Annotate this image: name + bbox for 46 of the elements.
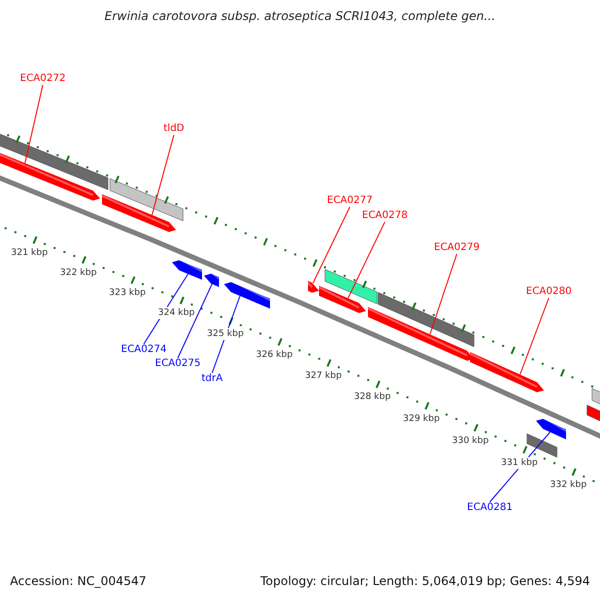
scale-label: 321 kbp (11, 247, 48, 260)
gene-feature (307, 280, 319, 293)
genome-info-text: Topology: circular; Length: 5,064,019 bp; Genes: 4,594 (260, 575, 590, 587)
gene-feature (470, 352, 544, 392)
leader-line (312, 206, 350, 284)
gene-feature (0, 132, 108, 190)
gene-feature (586, 404, 600, 424)
leader-line (520, 298, 550, 376)
scale-label: 325 kbp (207, 328, 244, 340)
scale-label: 326 kbp (256, 348, 293, 361)
gene-feature (224, 280, 270, 309)
gene-feature (324, 269, 378, 304)
gene-label: tdrA (202, 373, 223, 385)
title: Erwinia carotovora subsp. atroseptica SCRI1043, complete gen... (104, 10, 496, 22)
scale-label: 329 kbp (403, 412, 440, 425)
gene-label: ECA0280 (526, 286, 572, 298)
gene-label: ECA0274 (121, 344, 167, 356)
gene-label: tldD (164, 123, 184, 135)
leader-line (177, 284, 212, 358)
scale-label: 328 kbp (354, 391, 391, 404)
gene-feature (592, 388, 600, 407)
leader-line (348, 222, 386, 299)
accession-text: Accession: NC_004547 (10, 575, 146, 587)
scale-label: 324 kbp (158, 307, 195, 320)
gene-feature (526, 433, 558, 458)
leader-line (152, 134, 174, 216)
gene-feature (318, 286, 366, 313)
gene-feature (378, 292, 474, 348)
gene-label: ECA0281 (467, 502, 513, 514)
gene-label: ECA0272 (20, 73, 66, 85)
gene-feature (204, 271, 220, 287)
gene-feature (0, 151, 100, 201)
gene-label: ECA0278 (362, 210, 408, 222)
gene-label: ECA0277 (327, 195, 373, 207)
scale-label: 323 kbp (109, 287, 146, 300)
gene-label: ECA0275 (155, 358, 201, 370)
gene-label: ECA0279 (434, 242, 480, 254)
scale-label: 331 kbp (501, 456, 538, 469)
scale-label: 332 kbp (550, 479, 587, 492)
scale-label: 330 kbp (452, 434, 489, 447)
gene-feature (102, 194, 176, 232)
gene-feature (172, 258, 202, 280)
gene-feature (536, 416, 567, 440)
gene-feature (110, 178, 184, 222)
scale-label: 322 kbp (60, 266, 97, 279)
scale-label: 327 kbp (305, 370, 342, 382)
